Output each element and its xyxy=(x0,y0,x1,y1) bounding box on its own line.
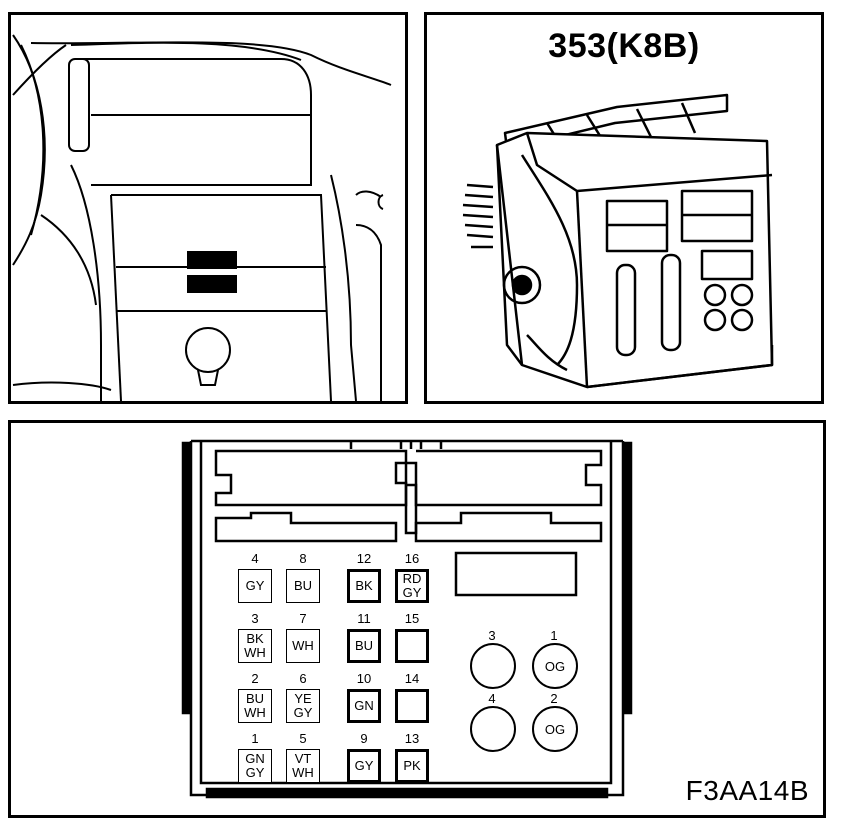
pin-number: 14 xyxy=(404,671,420,686)
figure-id: F3AA14B xyxy=(685,775,809,806)
wire-color: BK xyxy=(355,578,373,593)
pin-cavity: BK xyxy=(347,569,381,603)
wire-color: GY xyxy=(354,758,374,773)
pin-number: 13 xyxy=(404,731,420,746)
pin-cavity: GY xyxy=(238,569,272,603)
round-pin-number: 1 xyxy=(550,628,558,643)
pin-cavity: BU xyxy=(347,629,381,663)
wire-color-stripe: GY xyxy=(245,765,265,780)
pin-cavity: GN xyxy=(347,689,381,723)
wire-color-stripe: GY xyxy=(293,705,313,720)
wire-color: GN xyxy=(354,698,374,713)
pin-number: 3 xyxy=(251,611,259,626)
wire-color: OG xyxy=(544,658,566,674)
round-pin: OG xyxy=(532,706,578,752)
pin-number: 10 xyxy=(356,671,372,686)
pin-number: 4 xyxy=(251,551,259,566)
round-pin xyxy=(470,706,516,752)
connector-face-outline xyxy=(181,439,633,799)
wire-color: OG xyxy=(544,721,566,737)
wire-color-stripe: WH xyxy=(292,765,314,780)
wire-color-stripe: GY xyxy=(402,585,422,600)
wire-color: PK xyxy=(403,758,421,773)
round-pin: OG xyxy=(532,643,578,689)
wire-color: GY xyxy=(245,578,265,593)
pin-cavity: WH xyxy=(286,629,320,663)
pin-number: 9 xyxy=(360,731,368,746)
connector-3d-panel: 353(K8B) xyxy=(424,12,824,404)
wire-color: GN xyxy=(245,751,265,766)
pin-cavity: GY xyxy=(347,749,381,783)
connector-title: 353(K8B) xyxy=(548,27,700,65)
dashboard-location-panel xyxy=(8,12,408,404)
pin-number: 12 xyxy=(356,551,372,566)
wire-color: BU xyxy=(245,691,265,706)
pin-cavity: BU xyxy=(286,569,320,603)
pin-cavity xyxy=(395,629,429,663)
pin-number: 5 xyxy=(299,731,307,746)
wire-color: RD xyxy=(402,571,422,586)
round-pin-number: 4 xyxy=(488,691,496,706)
pin-number: 11 xyxy=(357,611,371,626)
pin-number: 7 xyxy=(299,611,307,626)
pin-number: 15 xyxy=(404,611,420,626)
pin-number: 16 xyxy=(404,551,420,566)
connector-3d-drawing xyxy=(462,93,774,389)
pin-number: 1 xyxy=(251,731,259,746)
wire-color: VT xyxy=(294,751,312,766)
highlight-upper xyxy=(187,251,237,269)
wire-color-stripe: WH xyxy=(244,705,266,720)
round-pin-number: 3 xyxy=(488,628,496,643)
dashboard-drawing xyxy=(12,34,392,401)
wire-color-stripe: WH xyxy=(244,645,266,660)
round-pin xyxy=(470,643,516,689)
pin-cavity xyxy=(395,689,429,723)
wire-color: BU xyxy=(293,578,313,593)
highlight-lower xyxy=(187,275,237,293)
wire-color: YE xyxy=(294,691,312,706)
round-pin-number: 2 xyxy=(550,691,558,706)
pin-number: 6 xyxy=(299,671,307,686)
wire-color: BK xyxy=(246,631,264,646)
pin-number: 2 xyxy=(251,671,259,686)
pin-cavity: PK xyxy=(395,749,429,783)
pin-number: 8 xyxy=(299,551,307,566)
wire-color: WH xyxy=(292,638,314,653)
wire-color: BU xyxy=(354,638,374,653)
